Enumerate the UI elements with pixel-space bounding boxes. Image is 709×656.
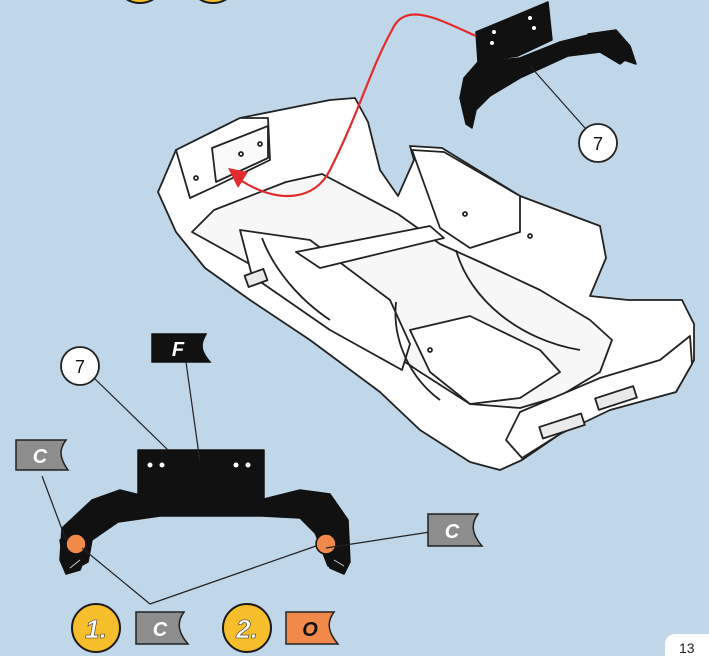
- page-number: 13: [665, 634, 709, 656]
- part-7-large: [60, 450, 350, 574]
- step-1: 1. C: [72, 604, 188, 652]
- callout-number: 7: [593, 134, 603, 154]
- flag-front: F: [152, 334, 210, 362]
- part-7-small: [460, 2, 636, 128]
- top-cropped-circles: [115, 0, 238, 3]
- step-number: 1.: [85, 614, 107, 644]
- flag-label: O: [302, 619, 318, 641]
- step-number: 2.: [235, 614, 258, 644]
- flag-right: C: [428, 514, 482, 546]
- flag-label: C: [33, 446, 48, 468]
- flag-left: C: [16, 440, 68, 470]
- flag-label: C: [153, 619, 168, 641]
- step-2: 2. O: [223, 604, 338, 652]
- flag-label: F: [172, 339, 185, 361]
- callout-number: 7: [75, 357, 85, 377]
- flag-label: C: [445, 521, 460, 543]
- callout-leader-top: [530, 66, 585, 128]
- callout-part-7-top: 7: [579, 124, 617, 162]
- callout-part-7-bottom: 7: [61, 347, 99, 385]
